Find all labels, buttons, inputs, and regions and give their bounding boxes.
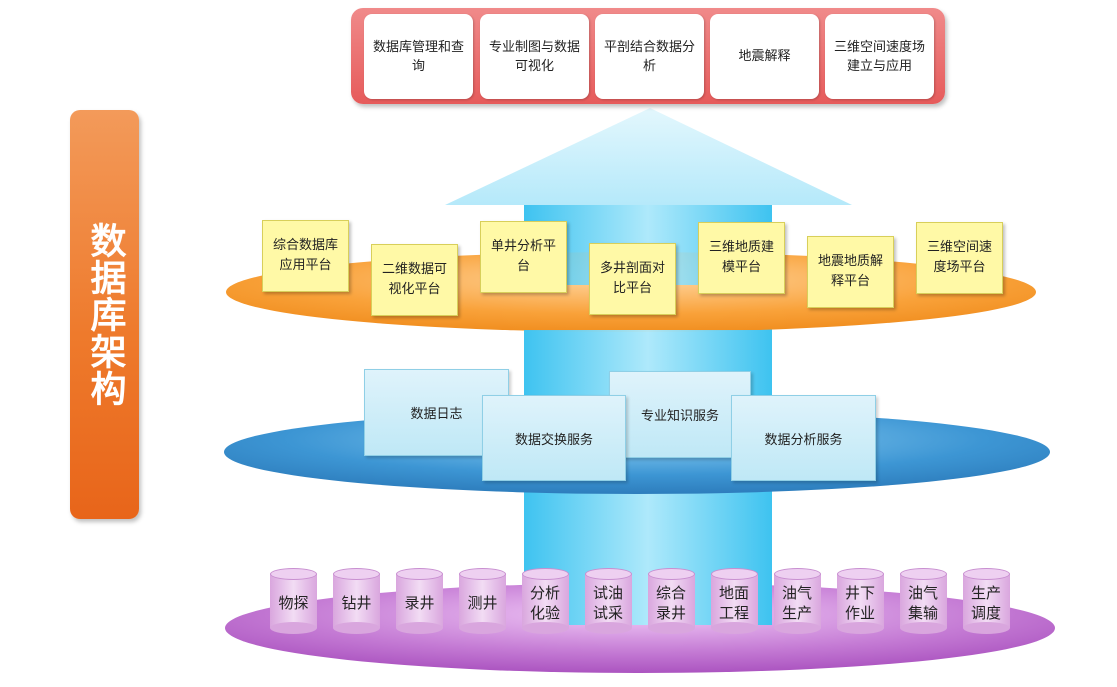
platform-seismic-geology[interactable]: 地震地质解释平台: [807, 236, 894, 308]
data-source-production-dispatch[interactable]: 生产调度: [963, 568, 1010, 634]
data-source-integrated-logging[interactable]: 综合录井: [648, 568, 695, 634]
data-source-geophysics[interactable]: 物探: [270, 568, 317, 634]
platform-3d-geo-modeling[interactable]: 三维地质建模平台: [698, 222, 785, 294]
data-source-oil-gas-production[interactable]: 油气生产: [774, 568, 821, 634]
application-panel: 数据库管理和查询 专业制图与数据可视化 平剖结合数据分析 地震解释 三维空间速度…: [351, 8, 945, 104]
platform-multi-well-section[interactable]: 多井剖面对比平台: [589, 243, 676, 315]
data-source-drilling[interactable]: 钻井: [333, 568, 380, 634]
app-mapping-visualization[interactable]: 专业制图与数据可视化: [480, 14, 589, 99]
platform-2d-visualization[interactable]: 二维数据可视化平台: [371, 244, 458, 316]
data-source-well-logging[interactable]: 测井: [459, 568, 506, 634]
data-source-mud-logging[interactable]: 录井: [396, 568, 443, 634]
app-velocity-field[interactable]: 三维空间速度场建立与应用: [825, 14, 934, 99]
service-knowledge[interactable]: 专业知识服务: [609, 371, 751, 458]
data-source-downhole-operations[interactable]: 井下作业: [837, 568, 884, 634]
data-source-well-testing[interactable]: 试油试采: [585, 568, 632, 634]
data-source-gathering-transport[interactable]: 油气集输: [900, 568, 947, 634]
arrow-head: [445, 108, 852, 205]
service-data-analysis[interactable]: 数据分析服务: [731, 395, 876, 481]
app-database-management[interactable]: 数据库管理和查询: [364, 14, 473, 99]
platform-integrated-db[interactable]: 综合数据库应用平台: [262, 220, 349, 292]
architecture-title: 数据库架构: [84, 222, 126, 407]
data-source-surface-engineering[interactable]: 地面工程: [711, 568, 758, 634]
data-source-lab-analysis[interactable]: 分析化验: [522, 568, 569, 634]
architecture-title-bar: 数据库架构: [70, 110, 139, 519]
app-section-analysis[interactable]: 平剖结合数据分析: [595, 14, 704, 99]
platform-velocity-field[interactable]: 三维空间速度场平台: [916, 222, 1003, 294]
service-data-exchange[interactable]: 数据交换服务: [482, 395, 626, 481]
app-seismic-interpretation[interactable]: 地震解释: [710, 14, 819, 99]
platform-single-well[interactable]: 单井分析平台: [480, 221, 567, 293]
